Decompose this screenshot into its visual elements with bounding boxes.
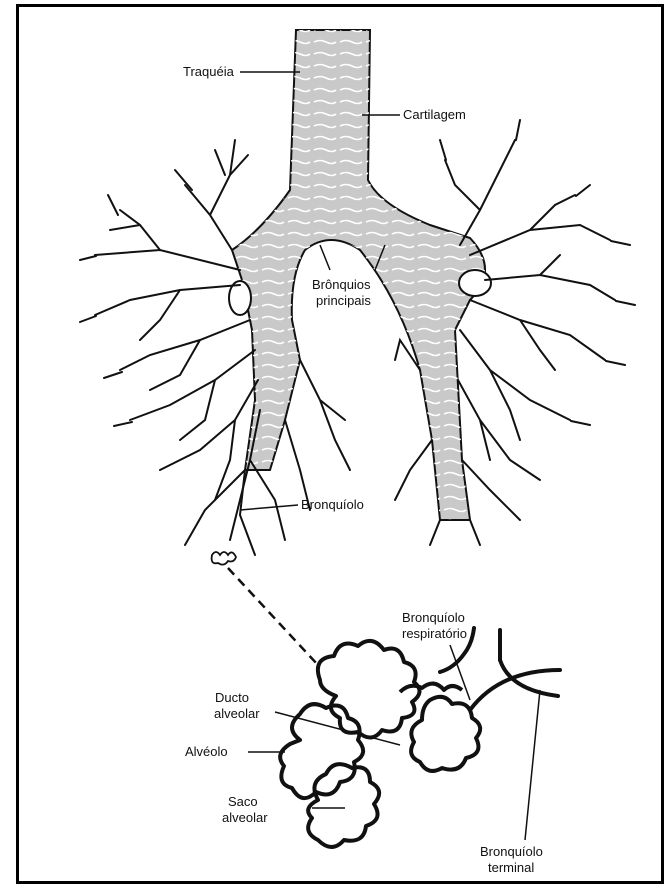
trachea-and-bronchi [229, 30, 491, 520]
alveolar-sac-bottom [308, 764, 379, 847]
label-cartilage: Cartilagem [403, 107, 466, 122]
label-alveolar-duct-2: alveolar [214, 706, 260, 721]
terminal-bronchiole-lower [470, 670, 560, 710]
right-bronchus-lumen [459, 270, 491, 296]
alveoli-lower-left [280, 704, 363, 798]
label-terminal-bronchiole-2: terminal [488, 860, 534, 875]
label-main-bronchi-2: principais [316, 293, 371, 308]
trachea-stripes [232, 30, 485, 520]
label-respiratory-bronchiole-1: Bronquíolo [402, 610, 465, 625]
alveolar-duct-connection [400, 683, 462, 692]
label-trachea: Traquéia [183, 64, 235, 79]
magnification-line [228, 568, 318, 665]
label-alveolar-sac-1: Saco [228, 794, 258, 809]
label-terminal-bronchiole-1: Bronquíolo [480, 844, 543, 859]
label-respiratory-bronchiole-2: respiratório [402, 626, 467, 641]
label-bronchiole: Bronquíolo [301, 497, 364, 512]
small-acinus [212, 552, 236, 565]
label-alveolar-duct-1: Ducto [215, 690, 249, 705]
label-alveolar-sac-2: alveolar [222, 810, 268, 825]
label-main-bronchi-1: Brônquios [312, 277, 371, 292]
alveolar-structure [280, 641, 480, 847]
leader-lines [240, 72, 540, 840]
label-alveolus: Alvéolo [185, 744, 228, 759]
